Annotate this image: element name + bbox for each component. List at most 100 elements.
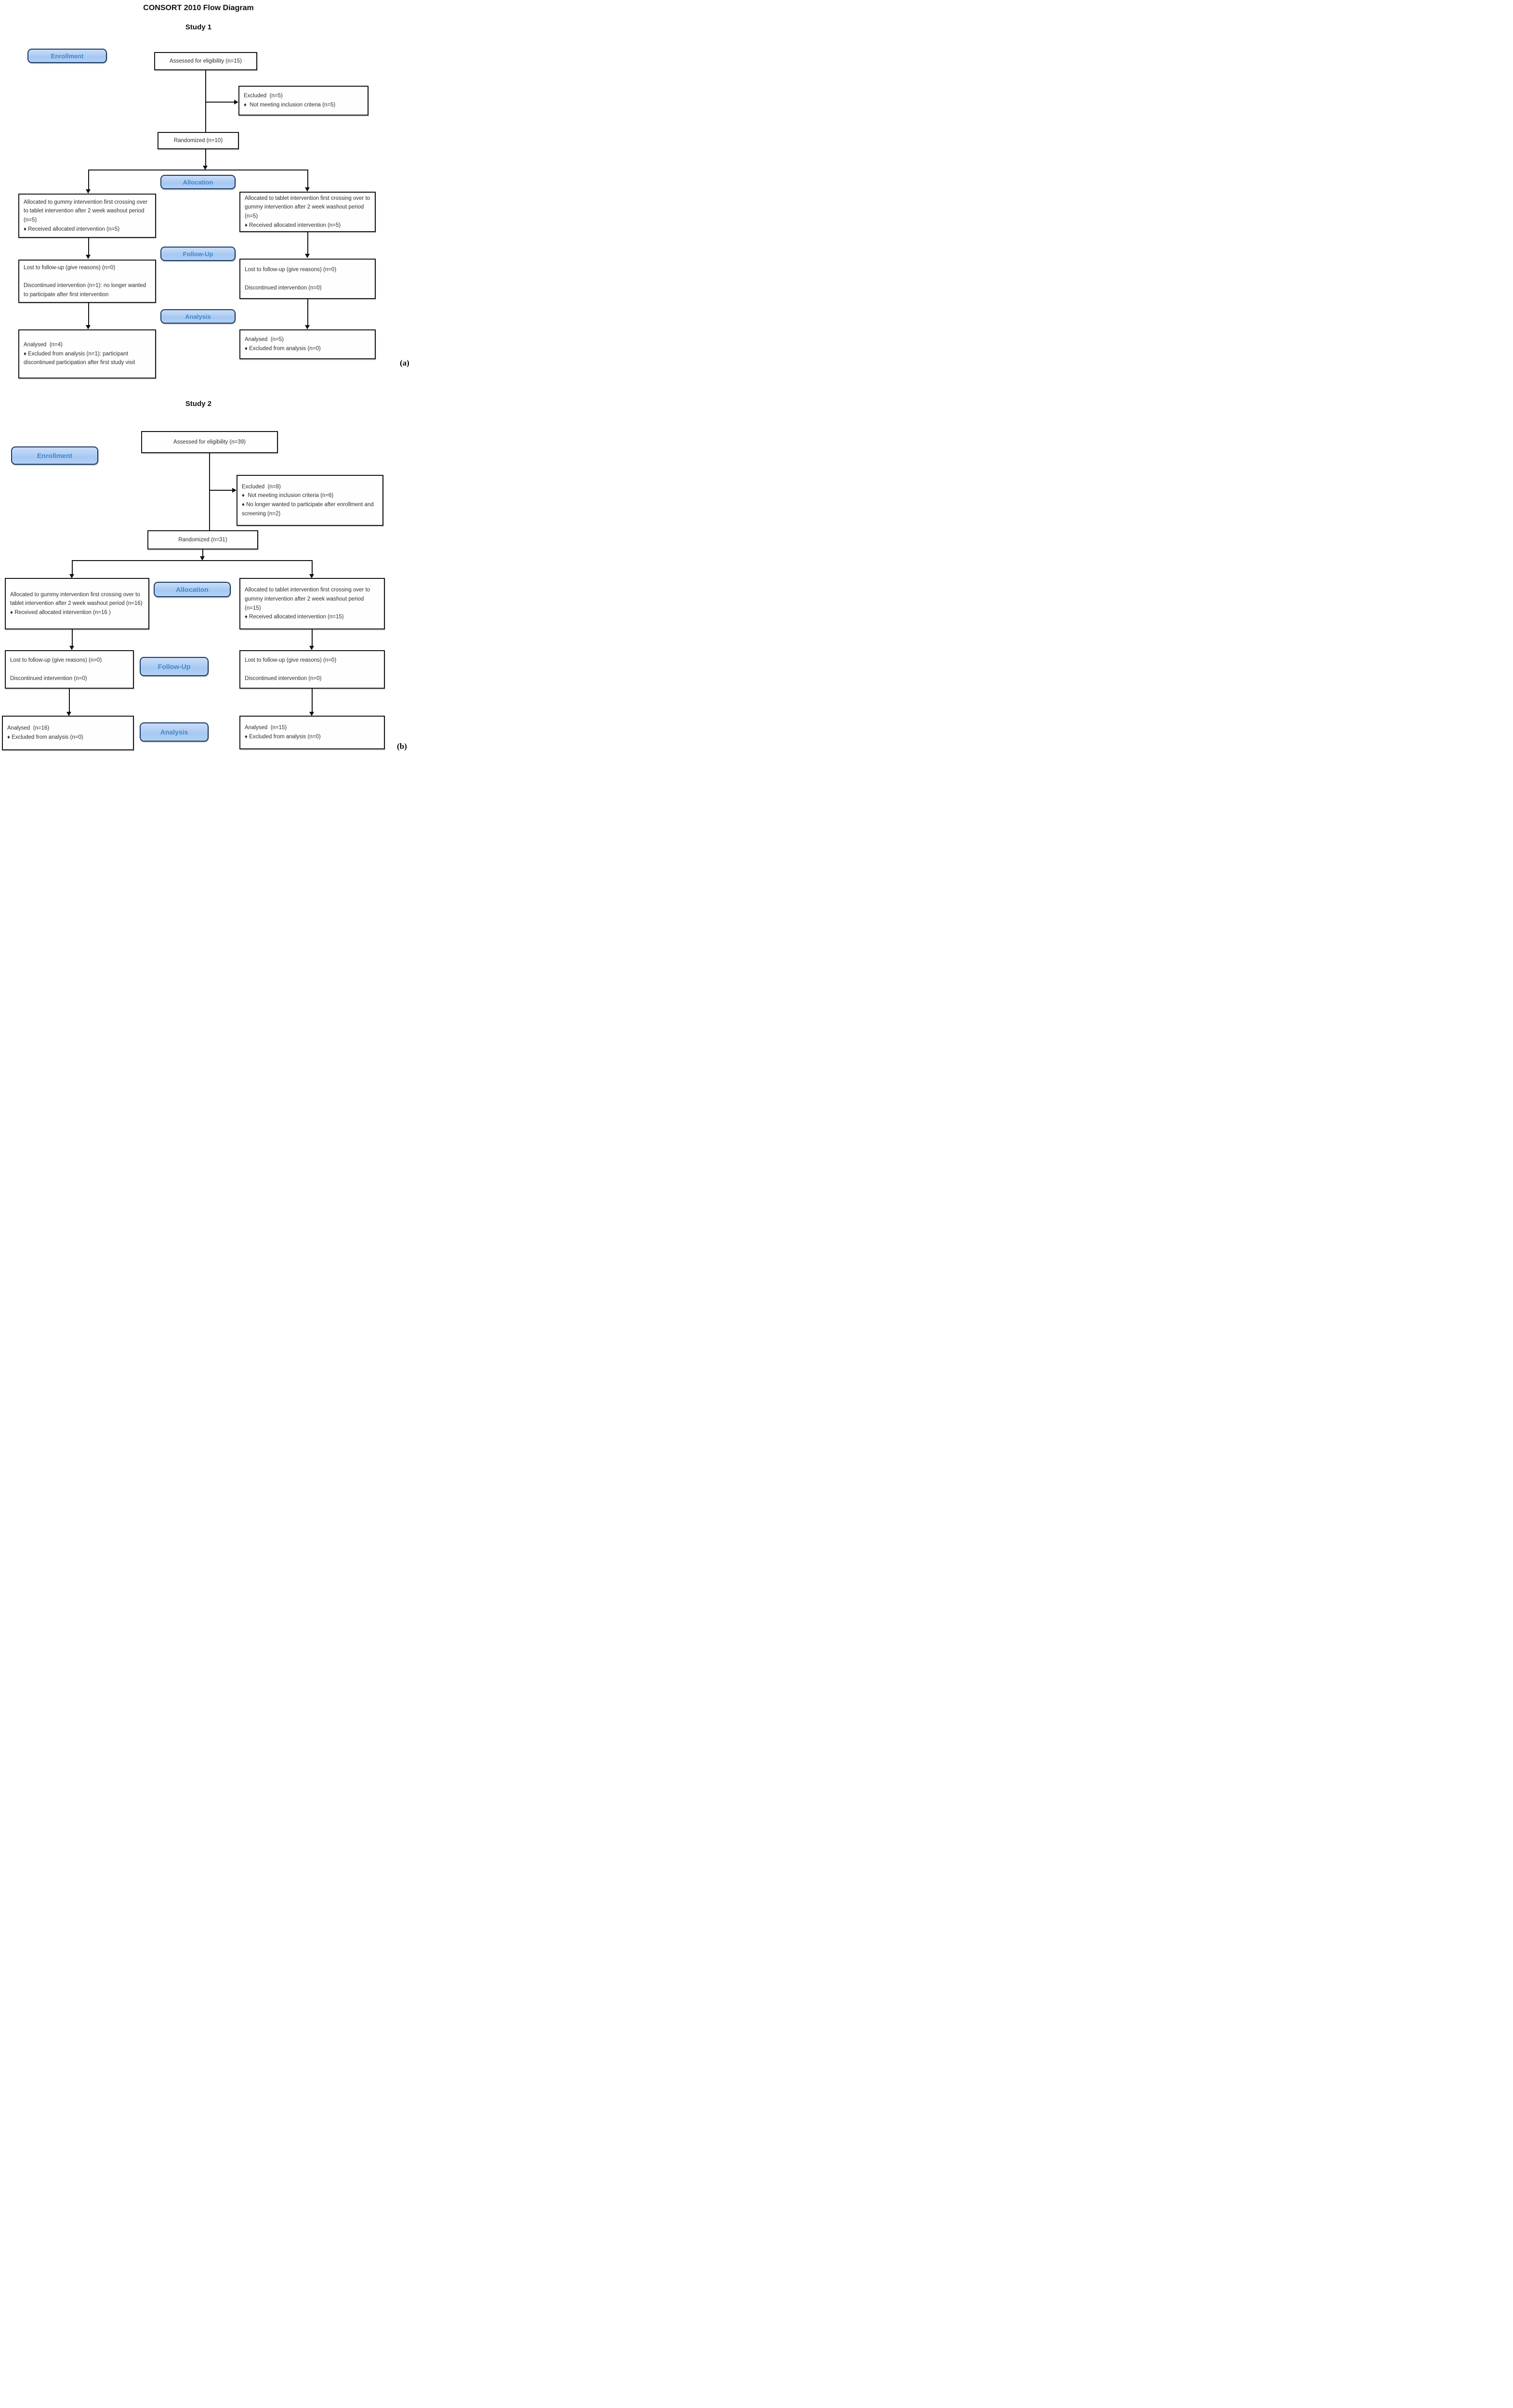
connector-line (307, 170, 308, 188)
arrowhead-down (69, 574, 74, 578)
box-line: Discontinued intervention (n=0) (245, 285, 322, 291)
box-line: ♦ No longer wanted to participate after … (242, 502, 375, 517)
box-line: Allocated to gummy intervention first cr… (10, 591, 143, 607)
arrowhead-down (305, 325, 310, 329)
connector-line (205, 70, 206, 132)
box-line: Excluded (n=5) (244, 93, 283, 99)
arrowhead-down (200, 556, 205, 561)
study1-followup-left-box: Lost to follow-up (give reasons) (n=0) Di… (18, 260, 156, 303)
study1-followup-badge: Follow-Up (160, 247, 236, 261)
box-line: Excluded (n=8) (242, 484, 281, 490)
connector-line (312, 560, 313, 575)
study1-randomized-box: Randomized (n=10) (158, 132, 239, 149)
box-line: ♦ Excluded from analysis (n=1): particip… (24, 351, 135, 366)
connector-line (72, 629, 73, 646)
study1-alloc-gummy-first-box: Allocated to gummy intervention first cr… (18, 194, 156, 238)
consort-flow-diagram: CONSORT 2010 Flow Diagram Study 1 Enroll… (0, 0, 420, 758)
box-line: Assessed for eligibility (n=15) (170, 58, 242, 64)
arrowhead-down (86, 189, 91, 194)
study1-analysed-left-box: Analysed (n=4) ♦ Excluded from analysis (… (18, 329, 156, 379)
box-line: Analysed (n=5) (245, 337, 284, 343)
study2-followup-badge: Follow-Up (140, 657, 209, 676)
box-line: Analysed (n=15) (245, 725, 287, 731)
box-line: ♦ Excluded from analysis (n=0) (245, 734, 321, 740)
box-line: ♦ Received allocated intervention (n=5) (245, 222, 341, 228)
box-line: Randomized (n=10) (173, 137, 223, 144)
box-line: Analysed (n=4) (24, 342, 63, 348)
diagram-title: CONSORT 2010 Flow Diagram (143, 4, 254, 12)
arrowhead-down (69, 646, 74, 650)
connector-line (205, 102, 235, 103)
box-line: ♦ Not meeting inclusion criteria (n=6) (242, 493, 334, 499)
box-line: Assessed for eligibility (n=39) (173, 439, 246, 445)
connector-line (88, 238, 89, 255)
connector-line (312, 629, 313, 646)
connector-line (209, 453, 210, 531)
box-line: Discontinued intervention (n=0) (245, 675, 322, 681)
study2-analysed-right-box: Analysed (n=15) ♦ Excluded from analysis … (239, 716, 385, 749)
box-line: Allocated to tablet intervention first c… (245, 195, 372, 219)
arrowhead-right (232, 488, 237, 493)
box-line: Discontinued intervention (n=1): no long… (24, 283, 148, 298)
box-line: Allocated to tablet intervention first c… (245, 587, 372, 611)
study2-followup-right-box: Lost to follow-up (give reasons) (n=0) Di… (239, 650, 385, 689)
arrowhead-down (86, 255, 91, 259)
arrowhead-down (86, 325, 91, 329)
connector-line (307, 232, 308, 254)
study2-analysis-badge: Analysis (140, 722, 209, 742)
box-line: Discontinued intervention (n=0) (10, 675, 87, 681)
box-line: Randomized (n=31) (178, 537, 227, 543)
connector-line (209, 490, 232, 491)
connector-line (312, 689, 313, 712)
study2-randomized-box: Randomized (n=31) (147, 530, 258, 550)
box-line: Lost to follow-up (give reasons) (n=0) (10, 657, 102, 663)
study2-allocation-badge: Allocation (154, 582, 231, 597)
box-line: Lost to follow-up (give reasons) (n=0) (245, 266, 337, 273)
study1-excluded-box: Excluded (n=5) ♦ Not meeting inclusion cr… (238, 86, 368, 116)
branch-line (72, 560, 313, 561)
study1-assessed-box: Assessed for eligibility (n=15) (154, 52, 257, 70)
arrowhead-down (305, 187, 310, 192)
study2-enrollment-badge: Enrollment (11, 446, 98, 465)
connector-line (72, 560, 73, 575)
study1-analysis-badge: Analysis (160, 309, 236, 324)
study1-followup-right-box: Lost to follow-up (give reasons) (n=0) Di… (239, 259, 376, 299)
study2-assessed-box: Assessed for eligibility (n=39) (141, 431, 278, 453)
box-line: Analysed (n=16) (7, 725, 50, 732)
box-line: ♦ Received allocated intervention (n=15) (245, 614, 344, 620)
study1-allocation-badge: Allocation (160, 175, 236, 189)
study1-heading: Study 1 (185, 23, 212, 31)
arrowhead-down (66, 712, 71, 716)
box-line: ♦ Excluded from analysis (n=0) (7, 734, 83, 740)
study2-excluded-box: Excluded (n=8) ♦ Not meeting inclusion cr… (237, 475, 383, 526)
box-line: Lost to follow-up (give reasons) (n=0) (24, 264, 116, 271)
connector-line (307, 299, 308, 326)
arrowhead-right (234, 100, 238, 105)
study2-analysed-left-box: Analysed (n=16) ♦ Excluded from analysis … (2, 716, 134, 750)
study1-enrollment-badge: Enrollment (27, 49, 107, 63)
box-line: ♦ Excluded from analysis (n=0) (245, 346, 321, 352)
study2-heading: Study 2 (185, 400, 212, 408)
box-line: ♦ Received allocated intervention (n=16 … (10, 609, 111, 615)
box-line: Lost to follow-up (give reasons) (n=0) (245, 657, 337, 663)
study2-followup-left-box: Lost to follow-up (give reasons) (n=0) Di… (5, 650, 134, 689)
study2-alloc-tablet-first-box: Allocated to tablet intervention first c… (239, 578, 385, 629)
arrowhead-down (203, 166, 208, 170)
connector-line (69, 689, 70, 712)
panel-a-tag: (a) (400, 358, 409, 367)
arrowhead-down (309, 646, 314, 650)
box-line: ♦ Received allocated intervention (n=5) (24, 226, 120, 232)
box-line: Allocated to gummy intervention first cr… (24, 199, 149, 223)
study2-alloc-gummy-first-box: Allocated to gummy intervention first cr… (5, 578, 149, 629)
connector-line (205, 149, 206, 166)
arrowhead-down (309, 712, 314, 716)
arrowhead-down (305, 254, 310, 258)
connector-line (88, 170, 89, 190)
connector-line (202, 550, 203, 557)
panel-b-tag: (b) (397, 742, 407, 751)
arrowhead-down (309, 574, 314, 578)
connector-line (88, 303, 89, 326)
study1-analysed-right-box: Analysed (n=5) ♦ Excluded from analysis (… (239, 329, 376, 359)
box-line: ♦ Not meeting inclusion criteria (n=5) (244, 102, 336, 108)
study1-alloc-tablet-first-box: Allocated to tablet intervention first c… (239, 192, 376, 232)
